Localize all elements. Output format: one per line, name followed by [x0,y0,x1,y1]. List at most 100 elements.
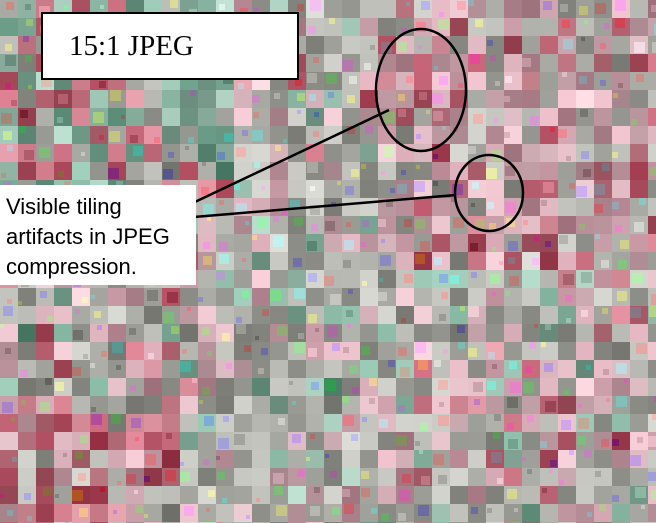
pixel-block [72,108,90,126]
pixel-speckle [202,387,210,395]
pixel-speckle [144,476,150,482]
pixel-speckle [439,76,448,85]
pixel-block [288,396,306,414]
pixel-block [558,162,576,180]
pixel-block [0,144,18,162]
pixel-block [648,378,656,396]
pixel-block [378,342,396,360]
pixel-speckle [224,133,233,142]
pixel-block [180,324,198,342]
pixel-block [486,486,504,504]
pixel-speckle [297,469,305,477]
pixel-speckle [544,363,553,372]
pixel-speckle [234,434,245,445]
pixel-speckle [361,164,366,169]
pixel-block [558,306,576,324]
pixel-speckle [421,476,430,485]
pixel-speckle [307,73,317,83]
pixel-block [36,90,54,108]
pixel-block [324,18,342,36]
pixel-block [450,360,468,378]
pixel-speckle [450,275,459,284]
pixel-speckle [415,254,425,264]
pixel-speckle [510,382,521,393]
pixel-speckle [508,439,518,449]
pixel-block [486,108,504,126]
pixel-speckle [402,474,411,483]
pixel-block [594,216,612,234]
pixel-speckle [311,224,318,231]
pixel-speckle [525,366,532,373]
pixel-block [234,108,252,126]
pixel-block [450,198,468,216]
pixel-block [270,252,288,270]
pixel-block [468,468,486,486]
pixel-speckle [509,276,519,286]
pixel-block [522,180,540,198]
pixel-speckle [91,414,102,425]
pixel-speckle [400,367,410,377]
pixel-block [414,144,432,162]
pixel-block [522,432,540,450]
pixel-block [648,270,656,288]
pixel-speckle [297,93,305,101]
pixel-block [162,504,180,522]
pixel-block [540,324,558,342]
pixel-block [0,288,18,306]
pixel-block [594,144,612,162]
pixel-block [90,144,108,162]
pixel-block [378,486,396,504]
pixel-block [432,0,450,18]
pixel-speckle [421,1,430,10]
pixel-speckle [180,472,190,482]
pixel-block [216,216,234,234]
pixel-speckle [0,494,4,498]
pixel-block [360,252,378,270]
pixel-speckle [452,184,463,195]
pixel-speckle [24,493,31,500]
pixel-block [90,468,108,486]
pixel-speckle [116,365,121,370]
pixel-block [144,396,162,414]
pixel-speckle [415,441,420,446]
pixel-speckle [457,325,465,333]
pixel-block [414,378,432,396]
pixel-speckle [618,83,623,88]
artifact-callout: Visible tiling artifacts in JPEG compres… [0,185,196,285]
pixel-block [324,162,342,180]
pixel-block [54,144,72,162]
pixel-speckle [310,186,315,191]
pixel-speckle [634,222,644,232]
callout-line-2: artifacts in JPEG [6,224,170,249]
pixel-speckle [310,506,320,516]
pixel-block [72,90,90,108]
highlight-circle-upper [374,27,468,153]
pixel-block [198,504,216,522]
pixel-block [558,504,576,522]
pixel-speckle [3,131,12,140]
pixel-speckle [507,423,514,430]
pixel-block [432,342,450,360]
pixel-block [18,288,36,306]
pixel-block [198,162,216,180]
pixel-block [432,504,450,522]
pixel-block [522,252,540,270]
pixel-block [270,360,288,378]
pixel-block [360,306,378,324]
pixel-block [144,414,162,432]
pixel-block [108,378,126,396]
pixel-speckle [311,382,319,390]
pixel-speckle [2,402,13,413]
pixel-block [558,486,576,504]
pixel-block [234,486,252,504]
pixel-speckle [603,369,609,375]
pixel-block [270,342,288,360]
pixel-speckle [313,131,319,137]
pixel-speckle [615,0,626,11]
pixel-speckle [559,235,568,244]
pixel-block [504,90,522,108]
pixel-block [324,414,342,432]
pixel-block [54,450,72,468]
pixel-speckle [541,342,546,347]
pixel-speckle [545,324,551,330]
